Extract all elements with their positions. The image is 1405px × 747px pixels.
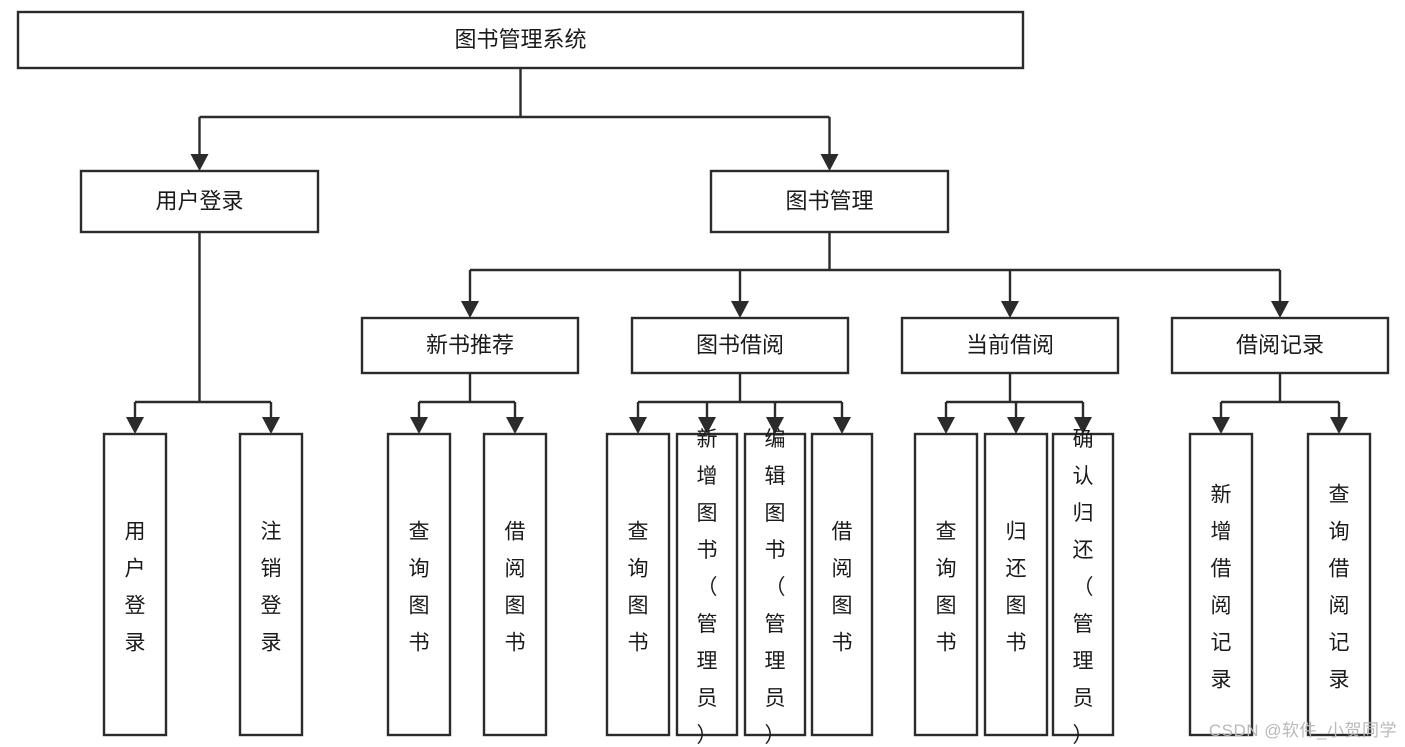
node-leaf-borrow-book-1-box[interactable]: [482, 432, 548, 737]
node-current-borrow-label: 当前借阅: [966, 332, 1054, 357]
node-leaf-logout-login-box[interactable]: [238, 432, 304, 737]
node-leaf-query-book-3[interactable]: 查询图书: [913, 432, 979, 737]
arrow-head-icon: [629, 417, 647, 434]
node-user-login-group[interactable]: 用户登录: [79, 169, 320, 234]
arrow-head-icon: [1001, 301, 1019, 318]
node-user-login-group-box[interactable]: [79, 169, 320, 234]
arrow-head-icon: [1212, 417, 1230, 434]
node-book-manage-group-label: 图书管理: [785, 188, 873, 213]
arrow-head-icon: [833, 417, 851, 434]
connector-layer: [126, 68, 1348, 434]
node-leaf-query-book-2[interactable]: 查询图书: [605, 432, 671, 737]
node-leaf-logout-login-label: 注销登录: [261, 521, 282, 655]
node-new-book-rec-box[interactable]: [360, 316, 580, 375]
node-new-book-rec[interactable]: 新书推荐: [360, 316, 580, 375]
node-leaf-return-book[interactable]: 归还图书: [983, 432, 1049, 737]
node-layer: 图书管理系统用户登录图书管理新书推荐图书借阅当前借阅借阅记录用户登录注销登录查询…: [16, 10, 1390, 747]
node-current-borrow-box[interactable]: [900, 316, 1120, 375]
node-leaf-add-book-label: 新增图书（管理员）: [697, 428, 718, 747]
arrow-head-icon: [698, 417, 716, 434]
node-leaf-confirm-return[interactable]: 确认归还（管理员）: [1051, 428, 1115, 747]
edge-group-current-borrow: [937, 373, 1092, 434]
arrow-head-icon: [506, 417, 524, 434]
arrow-head-icon: [937, 417, 955, 434]
arrow-head-icon: [1271, 301, 1289, 318]
node-book-borrow-box[interactable]: [630, 316, 850, 375]
node-leaf-return-book-box[interactable]: [983, 432, 1049, 737]
node-leaf-query-record-label: 查询借阅记录: [1329, 484, 1350, 692]
arrow-head-icon: [1330, 417, 1348, 434]
edge-group-new-book-rec: [410, 373, 524, 434]
arrow-head-icon: [820, 154, 839, 171]
node-root-system[interactable]: 图书管理系统: [16, 10, 1025, 70]
arrow-head-icon: [410, 417, 428, 434]
node-root-system-label: 图书管理系统: [454, 27, 586, 52]
node-leaf-user-login[interactable]: 用户登录: [102, 432, 168, 737]
node-leaf-user-login-box[interactable]: [102, 432, 168, 737]
node-book-borrow[interactable]: 图书借阅: [630, 316, 850, 375]
node-leaf-borrow-book-2-box[interactable]: [810, 432, 874, 737]
node-leaf-query-book-1-label: 查询图书: [409, 521, 430, 655]
arrow-head-icon: [766, 417, 784, 434]
node-leaf-return-book-label: 归还图书: [1006, 521, 1027, 655]
node-leaf-query-book-1[interactable]: 查询图书: [386, 432, 452, 737]
node-leaf-add-record[interactable]: 新增借阅记录: [1188, 432, 1254, 737]
node-leaf-edit-book-label: 编辑图书（管理员）: [765, 428, 786, 747]
arrow-head-icon: [190, 154, 209, 171]
node-current-borrow[interactable]: 当前借阅: [900, 316, 1120, 375]
node-leaf-query-book-1-box[interactable]: [386, 432, 452, 737]
node-leaf-query-book-2-box[interactable]: [605, 432, 671, 737]
node-book-borrow-label: 图书借阅: [696, 332, 784, 357]
node-borrow-record-label: 借阅记录: [1236, 332, 1324, 357]
arrow-head-icon: [731, 301, 749, 318]
node-leaf-logout-login[interactable]: 注销登录: [238, 432, 304, 737]
node-leaf-add-record-label: 新增借阅记录: [1211, 484, 1232, 692]
node-borrow-record[interactable]: 借阅记录: [1170, 316, 1390, 375]
node-book-manage-group-box[interactable]: [709, 169, 950, 234]
node-leaf-borrow-book-2[interactable]: 借阅图书: [810, 432, 874, 737]
arrow-head-icon: [262, 417, 280, 434]
node-book-manage-group[interactable]: 图书管理: [709, 169, 950, 234]
node-leaf-confirm-return-label: 确认归还（管理员）: [1073, 428, 1094, 747]
arrow-head-icon: [461, 301, 479, 318]
edge-group-root: [190, 68, 839, 171]
arrow-head-icon: [1007, 417, 1025, 434]
node-user-login-group-label: 用户登录: [155, 188, 243, 213]
node-leaf-add-book-box[interactable]: [675, 432, 739, 737]
node-leaf-user-login-label: 用户登录: [125, 521, 146, 655]
arrow-head-icon: [126, 417, 144, 434]
node-leaf-confirm-return-box[interactable]: [1051, 432, 1115, 737]
node-leaf-borrow-book-2-label: 借阅图书: [832, 521, 853, 655]
edge-group-borrow-record: [1212, 373, 1348, 434]
node-leaf-edit-book-box[interactable]: [743, 432, 807, 737]
node-leaf-add-record-box[interactable]: [1188, 432, 1254, 737]
edge-group-user-login-group: [126, 232, 280, 434]
node-leaf-query-book-3-box[interactable]: [913, 432, 979, 737]
node-leaf-query-book-2-label: 查询图书: [628, 521, 649, 655]
node-borrow-record-box[interactable]: [1170, 316, 1390, 375]
node-leaf-borrow-book-1[interactable]: 借阅图书: [482, 432, 548, 737]
node-leaf-query-record-box[interactable]: [1306, 432, 1372, 737]
node-leaf-edit-book[interactable]: 编辑图书（管理员）: [743, 428, 807, 747]
node-leaf-query-book-3-label: 查询图书: [936, 521, 957, 655]
node-new-book-rec-label: 新书推荐: [426, 332, 514, 357]
arrow-head-icon: [1074, 417, 1092, 434]
node-root-system-box[interactable]: [16, 10, 1025, 70]
node-leaf-borrow-book-1-label: 借阅图书: [505, 521, 526, 655]
node-leaf-add-book[interactable]: 新增图书（管理员）: [675, 428, 739, 747]
edge-group-book-manage-group: [461, 232, 1289, 318]
edge-group-book-borrow: [629, 373, 851, 434]
node-leaf-query-record[interactable]: 查询借阅记录: [1306, 432, 1372, 737]
